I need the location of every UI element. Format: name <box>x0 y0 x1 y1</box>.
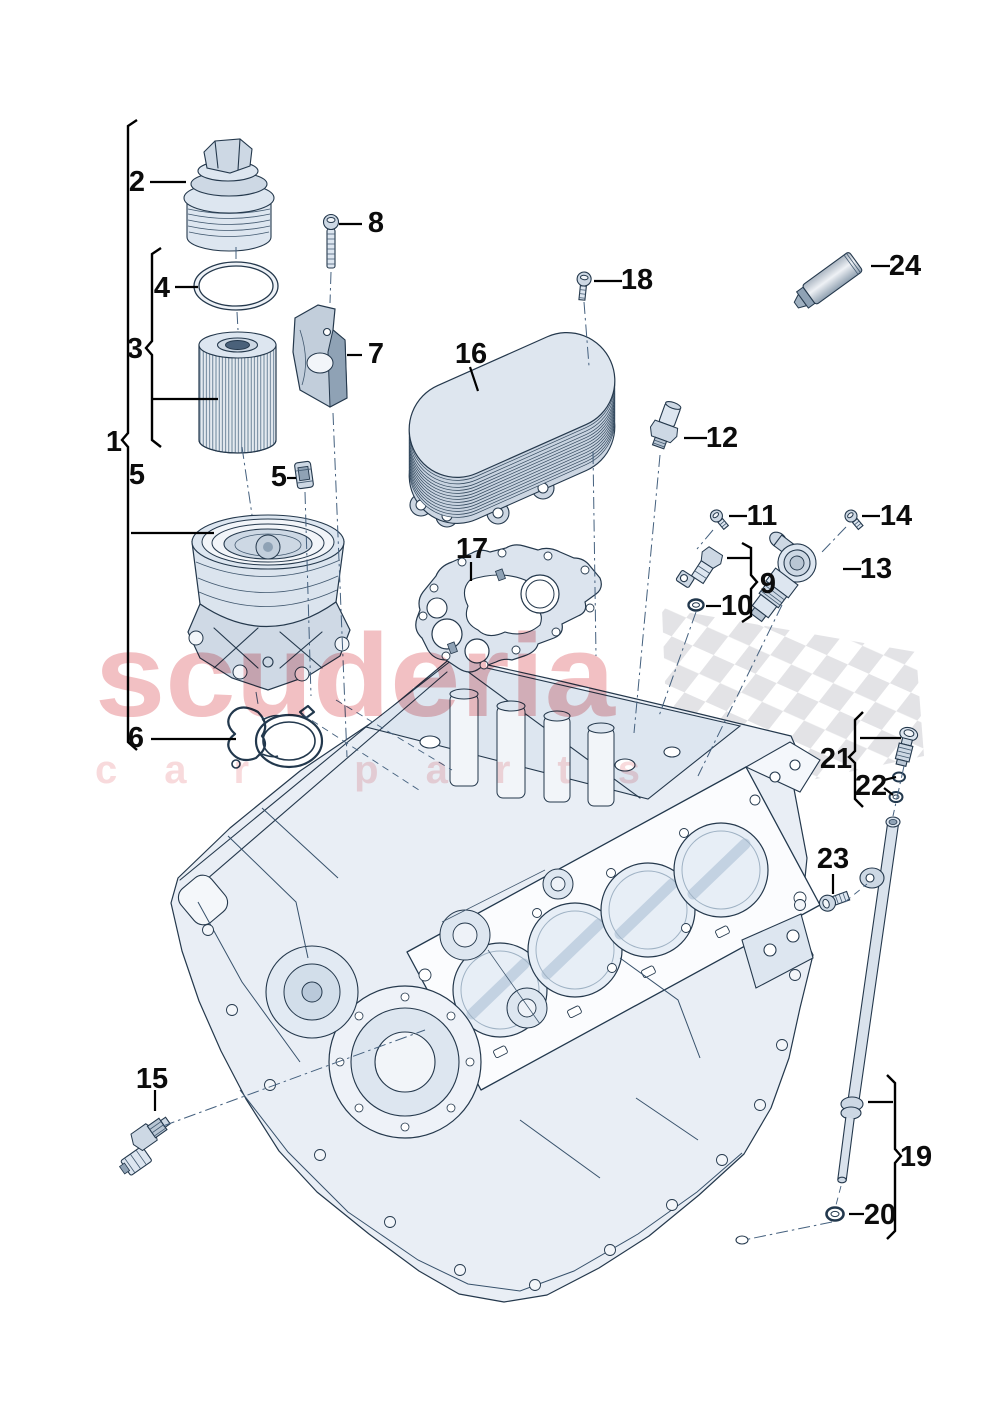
callout-20: 20 <box>864 1199 896 1231</box>
block-bosses <box>202 899 806 1291</box>
callout-1: 1 <box>106 426 122 458</box>
part-23-screw <box>818 890 851 912</box>
callout-10: 10 <box>721 590 753 622</box>
watermark: scuderia car parts <box>95 610 640 792</box>
callout-11: 11 <box>747 500 778 532</box>
callout-5-left: 5 <box>129 459 145 491</box>
part-2-oil-filter-cap <box>183 138 275 252</box>
callout-21: 21 <box>820 743 852 775</box>
callout-16: 16 <box>455 338 487 370</box>
part-5-plug <box>294 460 314 490</box>
part-19-dipstick-tube <box>837 816 901 1184</box>
callout-9: 9 <box>760 568 776 600</box>
callout-23: 23 <box>817 843 849 875</box>
callout-24: 24 <box>889 250 921 282</box>
callout-12: 12 <box>706 422 738 454</box>
part-11-screw <box>709 509 730 531</box>
callout-4: 4 <box>154 272 170 304</box>
callout-8: 8 <box>368 207 384 239</box>
valley-towers <box>419 688 681 807</box>
alignment-lines <box>162 247 905 1241</box>
part-3-filter-element <box>198 331 277 454</box>
leader-lines <box>120 119 903 1240</box>
callout-5-right: 5 <box>271 461 287 493</box>
watermark-brand-text: scuderia <box>95 610 616 742</box>
callout-2: 2 <box>129 166 145 198</box>
part-4-o-ring <box>193 261 279 311</box>
part-21-banjo-bolt <box>894 726 919 768</box>
part-8-screw <box>322 213 340 269</box>
callout-15: 15 <box>136 1063 168 1095</box>
part-9-oil-spray-nozzle <box>675 546 724 588</box>
callout-22: 22 <box>855 770 887 802</box>
gasket-slots <box>493 925 730 1059</box>
part-12-oil-pressure-sensor <box>649 400 682 450</box>
part-10-o-ring <box>687 598 705 612</box>
part-7-bracket <box>292 304 348 408</box>
callout-18: 18 <box>621 264 653 296</box>
callout-6: 6 <box>128 722 144 754</box>
part-5-oil-filter-housing <box>187 514 351 691</box>
part-18-screw <box>576 271 592 301</box>
part-14-screw <box>844 509 864 531</box>
callout-17: 17 <box>456 533 488 565</box>
part-13-oil-valve <box>749 531 817 623</box>
callout-14: 14 <box>880 500 912 532</box>
callouts: 1 2 3 4 5 5 6 7 8 9 10 11 12 13 14 15 16… <box>106 166 932 1231</box>
part-16-oil-cooler <box>393 316 631 540</box>
callout-7: 7 <box>368 338 384 370</box>
part-15-oil-pressure-switch <box>118 1116 171 1176</box>
engine-block <box>170 656 821 1303</box>
watermark-subtitle-text: car parts <box>95 748 640 792</box>
part-17-cooler-gasket <box>415 544 602 673</box>
callout-13: 13 <box>860 553 892 585</box>
part-6-gasket <box>227 704 324 769</box>
callout-19: 19 <box>900 1141 932 1173</box>
part-24-sealant-tube <box>793 252 863 309</box>
callout-3: 3 <box>127 333 143 365</box>
part-20-o-ring <box>825 1206 845 1222</box>
